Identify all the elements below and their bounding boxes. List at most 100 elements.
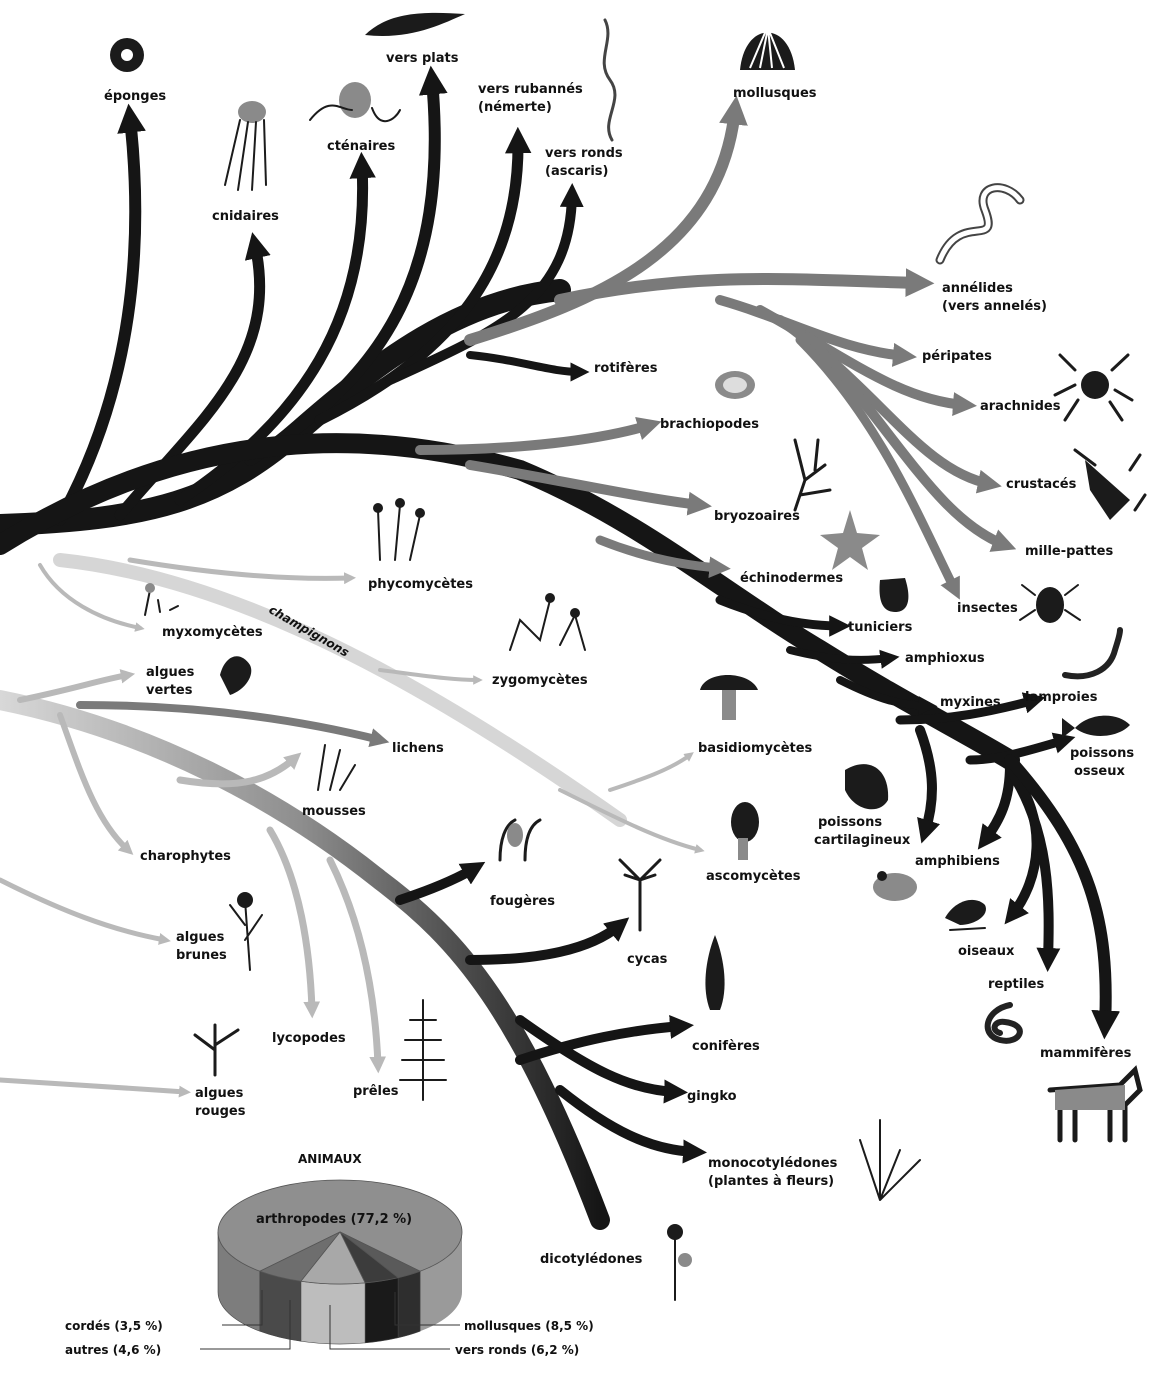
- branch-brachiopodes: [415, 416, 662, 455]
- jellyfish-icon: [224, 101, 267, 191]
- phycomycete-icon: [373, 498, 425, 561]
- label-charophytes: charophytes: [140, 849, 231, 864]
- branch-bryozoaires: [465, 460, 712, 516]
- label-vers-plats: vers plats: [386, 51, 459, 66]
- label-champignons: champignons: [267, 602, 352, 659]
- leader-mollusques: [394, 1292, 460, 1326]
- label-brachiopodes: brachiopodes: [660, 417, 759, 432]
- branch-poissons-osseux: [965, 732, 1076, 765]
- label-arachnides: arachnides: [980, 399, 1061, 414]
- label-eponges: éponges: [104, 89, 166, 104]
- zebra-icon: [1047, 1065, 1143, 1143]
- label-mollusques: mollusques: [733, 86, 817, 101]
- label-cycas: cycas: [627, 952, 668, 967]
- conifer-icon: [705, 935, 725, 1010]
- branch-ctenaires: [174, 151, 376, 506]
- insect-icon: [1019, 584, 1081, 623]
- label-algues-rouges-1: algues: [195, 1086, 244, 1101]
- branch-basidiomycetes: [608, 752, 694, 792]
- branch-lycopodes: [266, 826, 321, 1019]
- branch-eponges: [54, 103, 146, 526]
- label-peripates: péripates: [922, 349, 992, 364]
- myxomycete-icon: [144, 583, 179, 616]
- label-coniferes: conifères: [692, 1039, 760, 1054]
- green-algae-icon: [220, 656, 252, 695]
- pie-slice-vers-ronds: [258, 1231, 341, 1282]
- red-algae-icon: [193, 1023, 240, 1077]
- starfish-icon: [820, 510, 880, 570]
- label-lichens: lichens: [392, 741, 444, 756]
- label-algues-rouges-2: rouges: [195, 1104, 246, 1119]
- branch-annelides: [554, 268, 935, 306]
- label-vers-ronds-1: vers ronds: [545, 146, 623, 161]
- flatworm-icon: [365, 12, 465, 36]
- label-prelles: prêles: [353, 1084, 399, 1099]
- label-vers-rubannes-1: vers rubannés: [478, 82, 583, 97]
- pie-top: [217, 1179, 463, 1285]
- branch-ascomycetes: [558, 788, 705, 854]
- pie-label-arthropodes: arthropodes (77,2 %): [256, 1212, 412, 1227]
- branch-lamproies: [895, 692, 1046, 725]
- label-poissons-osseux-1: poissons: [1070, 746, 1134, 761]
- pie-slice-arthropodes: [217, 1179, 463, 1272]
- brachiopod-icon: [715, 371, 755, 399]
- moss-icon: [317, 744, 356, 791]
- branch-vers-ronds: [385, 183, 584, 385]
- plant-branches: [0, 669, 707, 1230]
- label-vers-ronds-2: (ascaris): [545, 164, 608, 179]
- branch-echinodermes: [595, 535, 731, 579]
- pie-side-vers-ronds: [259, 1270, 302, 1342]
- branch-poissons-cartilagineux: [915, 725, 941, 844]
- branch-mollusques: [464, 95, 748, 346]
- bryozoan-icon: [793, 438, 832, 512]
- branch-cycas: [465, 917, 630, 965]
- label-myxines: myxines: [940, 695, 1001, 710]
- branch-algues-brunes: [0, 877, 171, 945]
- frog-icon: [873, 871, 917, 901]
- label-rotiferes: rotifères: [594, 361, 658, 376]
- pie-label-autres: autres (4,6 %): [65, 1343, 161, 1357]
- label-monocotyledones-2: (plantes à fleurs): [708, 1174, 834, 1189]
- shark-icon: [845, 764, 889, 810]
- grass-icon: [859, 1119, 921, 1201]
- label-insectes: insectes: [957, 601, 1018, 616]
- crustacean-icon: [1073, 448, 1147, 520]
- label-monocotyledones-1: monocotylédones: [708, 1156, 838, 1171]
- leader-cordes: [222, 1290, 263, 1326]
- brown-algae-icon: [229, 892, 263, 971]
- lamprey-icon: [1062, 627, 1123, 680]
- animal-pie-chart: ANIMAUX arthropodes (77,2 %) cordés (3,5…: [65, 1152, 594, 1357]
- label-crustaces: crustacés: [1006, 477, 1077, 492]
- snake-icon: [984, 1002, 1023, 1044]
- tunicate-icon: [879, 578, 909, 612]
- fern-icon: [498, 818, 542, 862]
- pie-side-mollusques: [300, 1280, 366, 1345]
- branch-vers-rubannes: [314, 126, 532, 426]
- label-algues-vertes-1: algues: [146, 665, 195, 680]
- label-oiseaux: oiseaux: [958, 944, 1015, 959]
- animal-branches: [0, 65, 1121, 1040]
- branch-mammiferes: [1004, 754, 1121, 1040]
- label-poissons-cartilagineux-2: cartilagineux: [814, 833, 911, 848]
- label-reptiles: reptiles: [988, 977, 1044, 992]
- pie-side-slices: [217, 1231, 421, 1345]
- pie-title: ANIMAUX: [298, 1152, 362, 1166]
- label-ctenaires: cténaires: [327, 139, 395, 154]
- branch-mille-pattes: [815, 345, 1017, 552]
- branch-zygomycetes: [378, 668, 483, 685]
- animal-labels: éponges cnidaires cténaires vers plats v…: [104, 51, 1134, 1061]
- label-fougeres: fougères: [490, 894, 555, 909]
- label-phycomycetes: phycomycètes: [368, 577, 473, 592]
- branch-crustaces: [775, 315, 1002, 494]
- ribbon-worm-icon: [602, 18, 617, 142]
- branch-champignons: [53, 553, 627, 827]
- pie-label-mollusques: mollusques (8,5 %): [464, 1319, 594, 1333]
- label-basidiomycetes: basidiomycètes: [698, 741, 813, 756]
- pie-label-vers-ronds: vers ronds (6,2 %): [455, 1343, 579, 1357]
- label-myxomycetes: myxomycètes: [162, 625, 263, 640]
- branch-myxomycetes: [38, 563, 145, 632]
- branch-algues-vertes: [17, 669, 136, 703]
- branch-amphibiens: [977, 760, 1015, 850]
- spider-icon: [1053, 353, 1134, 422]
- sponge-icon: [110, 38, 144, 72]
